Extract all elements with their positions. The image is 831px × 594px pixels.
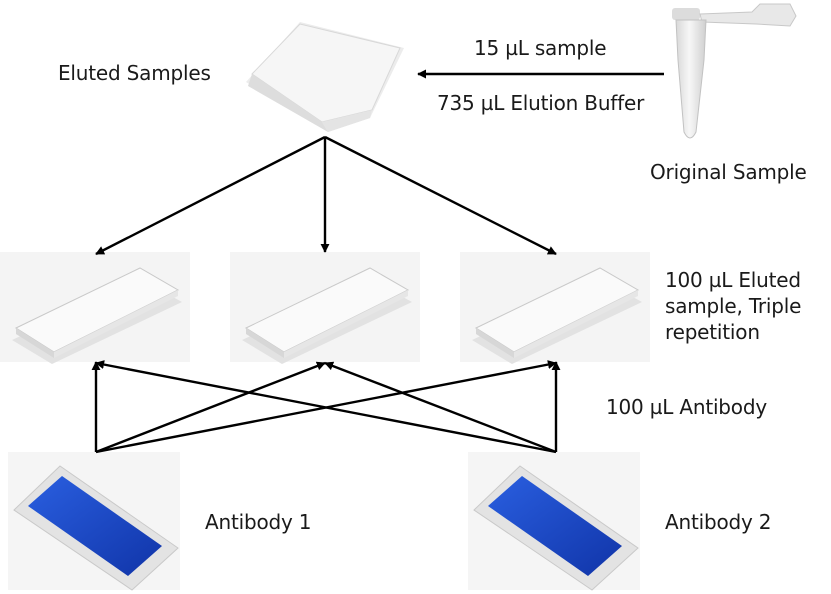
plate-1-image	[0, 251, 191, 365]
eluted-samples-plate-image	[246, 22, 404, 132]
eluted-samples-label: Eluted Samples	[58, 61, 211, 85]
sample-volume-label: 15 µL sample	[474, 36, 607, 60]
plate-2-image	[229, 251, 421, 365]
arrows	[91, 69, 664, 454]
original-sample-tube-image	[672, 3, 797, 139]
plate-3-image	[459, 251, 651, 365]
antibody-1-reservoir-image	[8, 452, 180, 591]
arrow-ab2-to-plate-2	[324, 361, 557, 454]
original-sample-label: Original Sample	[650, 160, 807, 184]
antibody-volume-label: 100 µL Antibody	[606, 395, 767, 419]
arrow-eluted-to-plate-3	[324, 135, 557, 256]
elution-buffer-label: 735 µL Elution Buffer	[437, 91, 645, 115]
antibody-2-reservoir-image	[468, 452, 640, 591]
plates-label: 100 µL Eluted sample, Triple repetition	[665, 268, 802, 344]
antibody-2-label: Antibody 2	[665, 510, 772, 534]
arrow-ab1-to-plate-2	[95, 361, 326, 454]
arrow-eluted-to-plate-1	[95, 135, 326, 256]
antibody-1-label: Antibody 1	[205, 510, 312, 534]
arrow-ab2-to-plate-1	[95, 360, 557, 454]
